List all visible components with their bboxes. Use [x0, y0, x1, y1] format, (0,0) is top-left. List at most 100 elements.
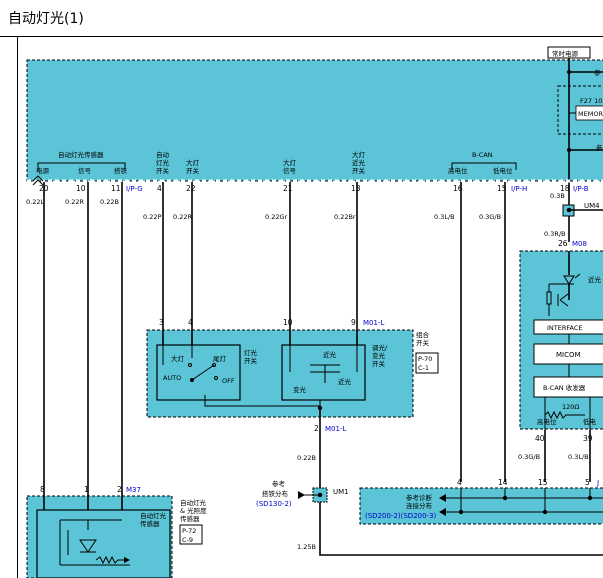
wire-0-22b: 0.22B — [100, 198, 119, 206]
um4-wire: 0.3R/B — [544, 230, 566, 238]
pin-16: 16 — [453, 184, 463, 193]
pin-name-power: 电源 — [36, 166, 50, 175]
pin-name-headsig-1: 大灯 — [283, 158, 297, 167]
pin-name-auto-3: 开关 — [156, 166, 170, 175]
combo-bottom-wire: 0.22B — [297, 454, 316, 462]
light-switch-inner — [156, 344, 241, 401]
pin-name-headsw-2: 开关 — [186, 166, 200, 175]
pin-18: 18 — [560, 184, 570, 193]
bcm-pin-39: 39 — [583, 434, 593, 443]
diag-ref-3: (SD200-2)(SD200-3) — [365, 512, 437, 520]
combo-pin-4: 4 — [188, 318, 193, 327]
memory-label: MEMOR — [578, 110, 603, 118]
pin-22: 22 — [186, 184, 196, 193]
wire-0-22gr: 0.22Gr — [265, 213, 288, 221]
wire-0-22br: 0.22Br — [334, 213, 356, 221]
bcm-pin-40: 40 — [535, 434, 545, 443]
dimmer-label-2: 变光 — [372, 351, 386, 360]
sensor-pin-8: 8 — [40, 485, 45, 494]
pin-name-lowsw-2: 近光 — [352, 158, 366, 167]
sensor-conn: M37 — [126, 486, 141, 494]
pin-21: 21 — [283, 184, 293, 193]
conn-ipb: I/P-B — [573, 185, 589, 193]
left-border — [17, 36, 18, 578]
um4-pin: 26 — [558, 239, 568, 248]
tail-label: 尾灯 — [213, 354, 227, 363]
bcan-label: B-CAN — [472, 151, 493, 159]
near2-label: 近光 — [338, 377, 352, 386]
sensor-ref-box — [179, 524, 203, 545]
dimmer-label-1: 调光/ — [372, 343, 388, 352]
combo-ref-box — [415, 352, 439, 374]
wire-0-22p: 0.22P — [143, 213, 161, 221]
wire-0-3b: 0.3B — [550, 192, 565, 200]
combo-bottom-pin: 2 — [314, 424, 319, 433]
wire-0-3gb: 0.3G/B — [479, 213, 501, 221]
right-ref-label: 参 — [594, 68, 601, 77]
sensor-ref-1: P-72 — [182, 527, 196, 535]
pin-name-lowsw-1: 大灯 — [352, 150, 366, 159]
conn-ipg: I/P-G — [126, 185, 143, 193]
bcm-module-box — [519, 250, 603, 430]
sensor-label-3: 传感器 — [180, 514, 200, 523]
um1-ref-1: 参考 — [272, 479, 286, 488]
diag-pin-5: 5 — [585, 478, 590, 487]
near-light-label: 近光 — [588, 275, 602, 284]
combo-pin-10: 10 — [283, 318, 293, 327]
auto-label: AUTO — [163, 374, 181, 382]
bcm-wire-0-3lb: 0.3L/B — [568, 453, 589, 461]
combo-conn: M01-L — [363, 319, 384, 327]
sensor-inner-2: 传感器 — [140, 519, 160, 528]
pin-name-signal: 信号 — [78, 166, 92, 175]
sensor-inner — [36, 509, 171, 578]
um1-ref-3: (SD130-2) — [256, 500, 292, 508]
conn-iph: I/P-H — [511, 185, 527, 193]
um4-label: UM4 — [584, 202, 600, 210]
pin-name-auto-2: 灯光 — [156, 158, 170, 167]
bcm-low-label: 低电 — [583, 417, 597, 426]
interface-label: INTERFACE — [547, 324, 583, 332]
diag-pin-14: 14 — [498, 478, 508, 487]
pin-10: 10 — [76, 184, 86, 193]
bcm-high-label: 高电位 — [537, 417, 557, 426]
diag-ref-2: 连接分布 — [406, 501, 433, 510]
wire-0-3lb: 0.3L/B — [434, 213, 455, 221]
transceiver-block — [533, 376, 603, 398]
combo-label-1: 组合 — [416, 330, 430, 339]
wire-0-22l: 0.22L — [26, 198, 44, 206]
pin-name-auto-1: 自动 — [156, 150, 170, 159]
um1-label: UM1 — [333, 488, 349, 496]
micom-block — [533, 343, 603, 365]
transceiver-label: B-CAN 收发器 — [543, 383, 586, 392]
head-label: 大灯 — [171, 354, 185, 363]
sensor-label-1: 自动灯光 — [180, 498, 207, 507]
bcm-wire-0-3gb: 0.3G/B — [518, 453, 540, 461]
pin-name-ground: 搭铁 — [114, 166, 128, 175]
combo-pin-9: 9 — [351, 318, 356, 327]
diag-junction-box — [359, 487, 603, 525]
diag-pin-15: 15 — [538, 478, 548, 487]
um4-conn: M08 — [572, 240, 587, 248]
um1-wire: 1.25B — [297, 543, 316, 551]
combo-ref-1: P-70 — [418, 355, 432, 363]
diag-pin-4: 4 — [457, 478, 462, 487]
can-high-label: 高电位 — [448, 166, 468, 175]
page-title: 自动灯光(1) — [8, 11, 84, 27]
right-ref-label-2: 参 — [596, 143, 603, 152]
off-label: OFF — [222, 377, 235, 385]
wire-0-22r-b: 0.22R — [173, 213, 192, 221]
sensor-inner-1: 自动灯光 — [140, 511, 167, 520]
diag-ref-1: 参考诊断 — [406, 493, 433, 502]
combo-label-2: 开关 — [416, 338, 430, 347]
pin-13: 13 — [351, 184, 361, 193]
pin-name-lowsw-3: 开关 — [352, 166, 366, 175]
resistor-label: 120Ω — [562, 403, 579, 411]
combo-pin-3: 3 — [159, 318, 164, 327]
group-auto-sensor-label: 自动灯光传感器 — [58, 150, 104, 159]
fuse-label: F27 10 — [580, 97, 602, 105]
can-low-label: 低电位 — [493, 166, 513, 175]
combo-bottom-conn: M01-L — [325, 425, 346, 433]
pin-15: 15 — [497, 184, 507, 193]
